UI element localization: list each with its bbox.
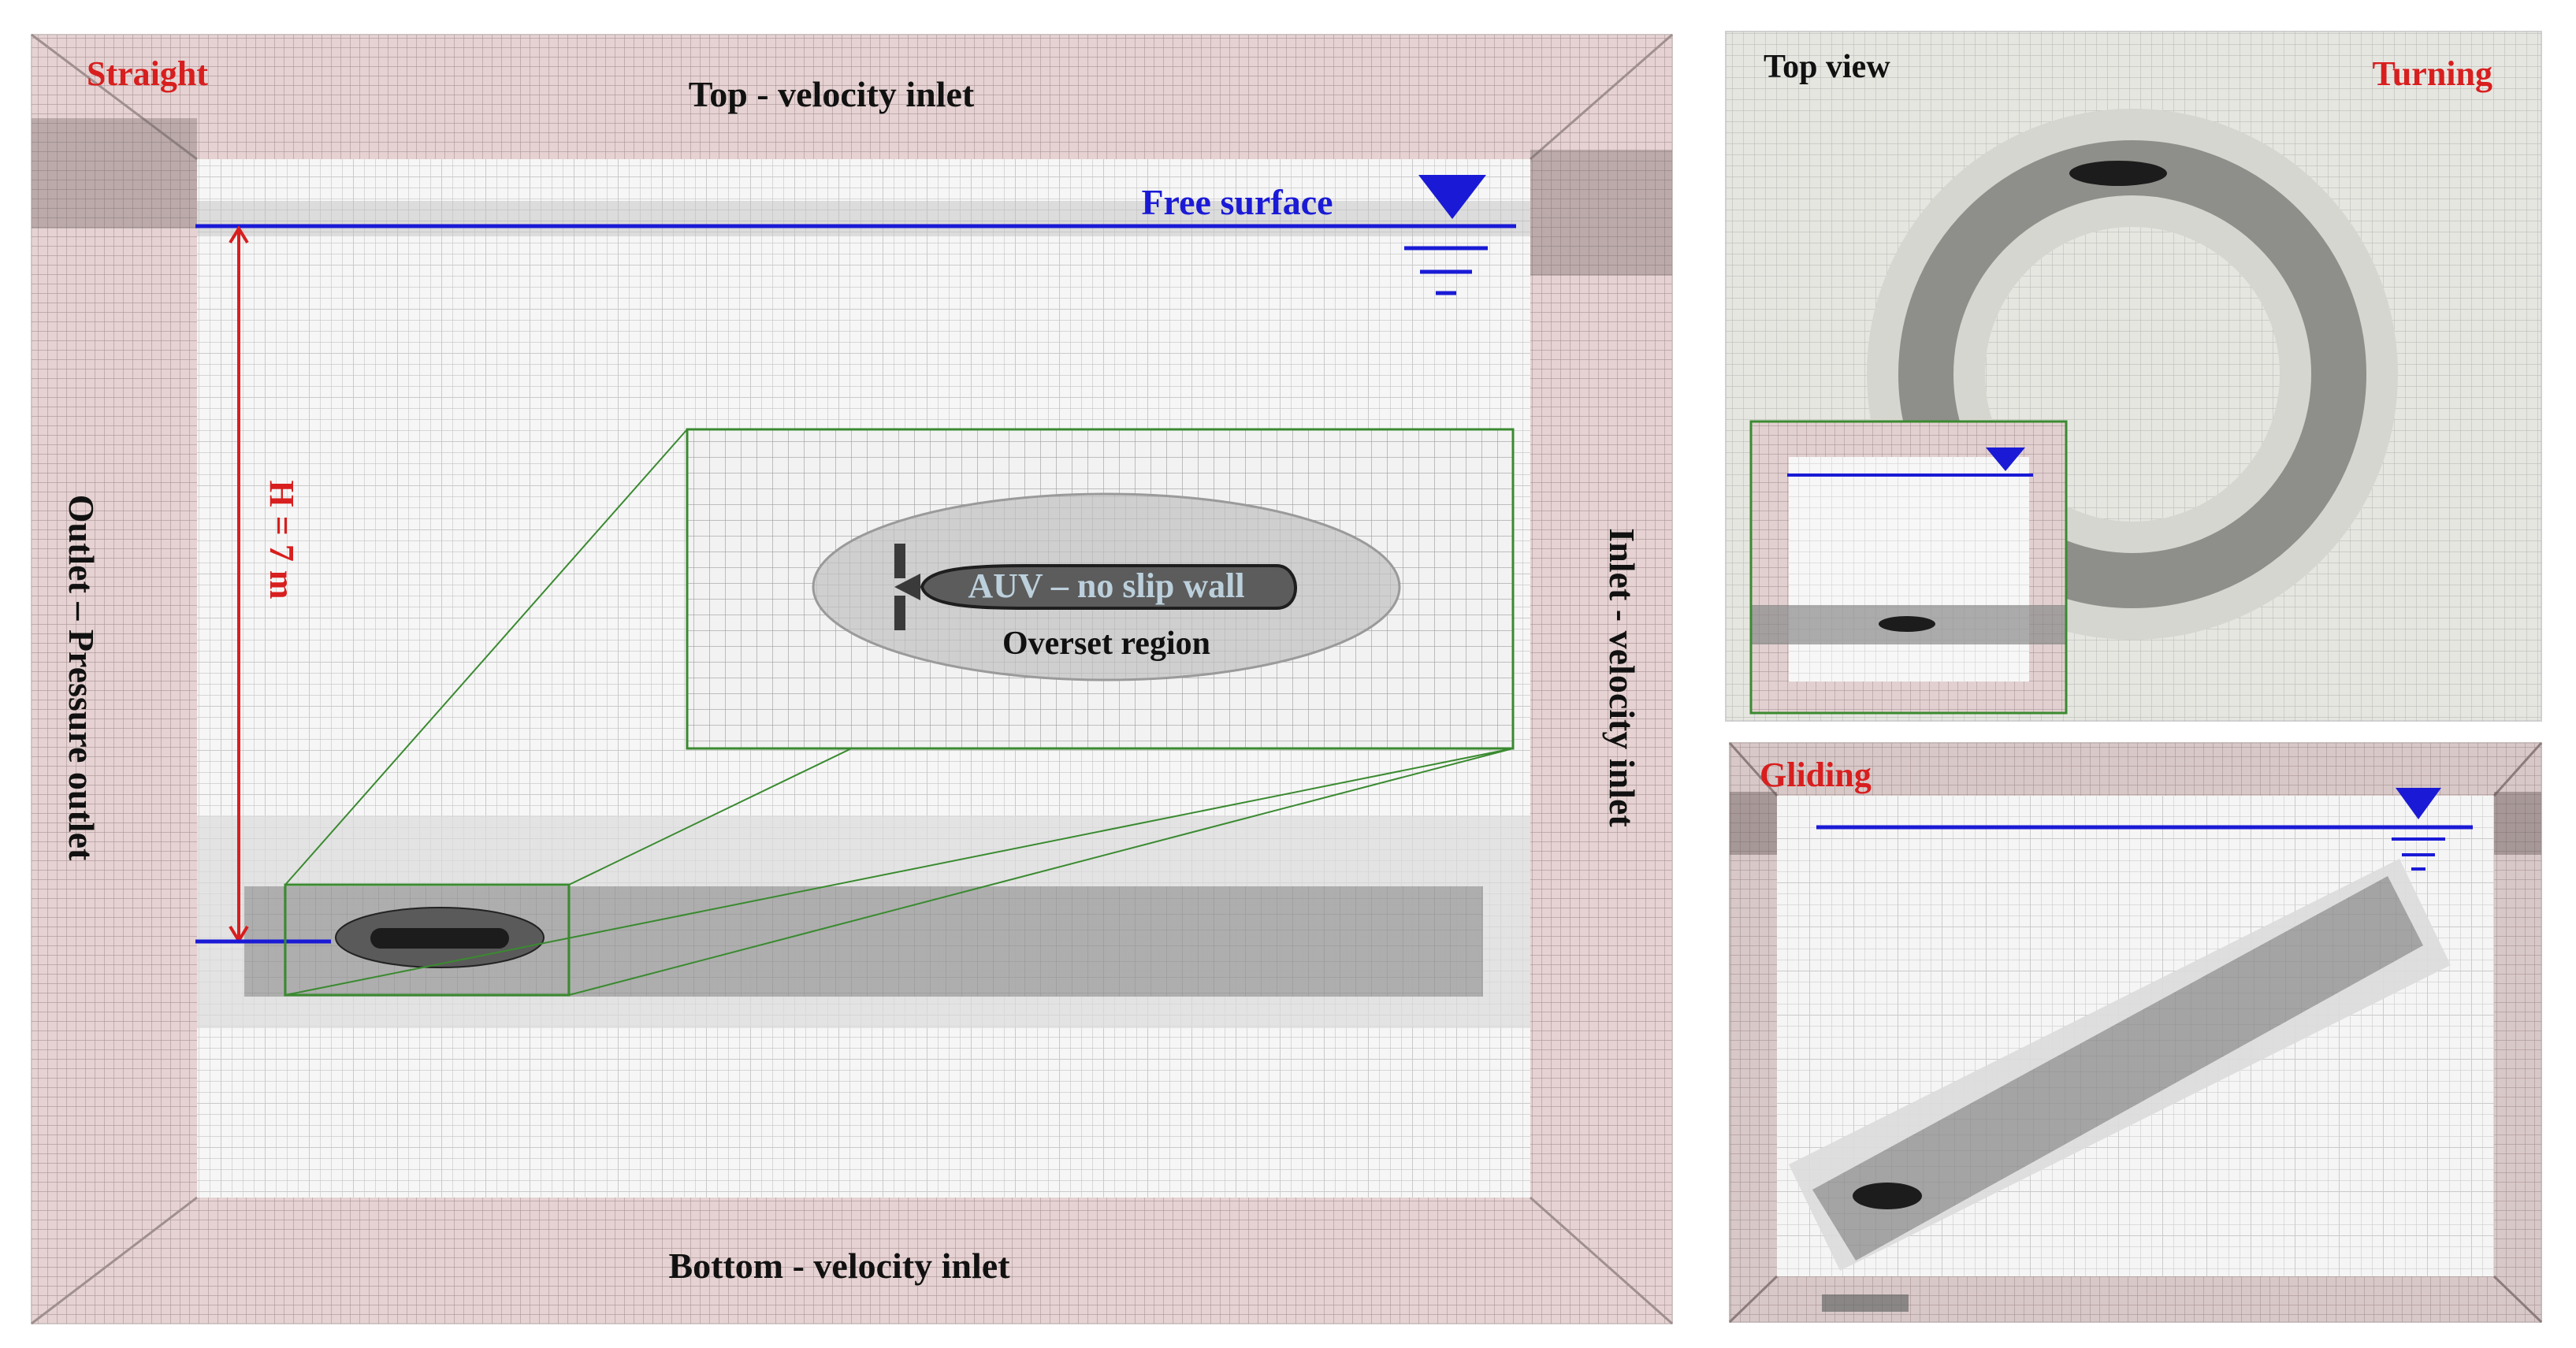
gliding-free-surface-icon	[2392, 788, 2445, 871]
overset-zoom-inset	[686, 428, 1515, 750]
straight-case-label: Straight	[87, 54, 208, 93]
free-surface-label: Free surface	[1141, 182, 1333, 222]
turning-front-inset	[1749, 420, 2068, 715]
overset-region-label: Overset region	[1002, 626, 1210, 662]
top-boundary-label: Top - velocity inlet	[689, 74, 975, 114]
gliding-auv-icon	[1853, 1183, 1922, 1209]
left-boundary-label: Outlet – Pressure outlet	[61, 495, 102, 861]
auv-label: AUV – no slip wall	[968, 566, 1244, 605]
turning-panel: Top view Turning	[1725, 31, 2542, 722]
top-view-label: Top view	[1764, 49, 1890, 85]
straight-perspective-edges	[31, 33, 1673, 1325]
free-surface-icon	[1404, 175, 1488, 295]
auv-large-icon	[894, 544, 1297, 630]
depth-label: H = 7 m	[262, 481, 301, 600]
straight-panel: Straight Top - velocity inlet Bottom - v…	[31, 33, 1673, 1325]
gliding-case-label: Gliding	[1760, 756, 1872, 794]
left-wall-band	[32, 118, 197, 228]
free-surface-refinement	[197, 201, 1530, 236]
gliding-panel: Gliding	[1728, 741, 2543, 1324]
right-boundary-label: Inlet - velocity inlet	[1602, 528, 1642, 827]
auv-icon	[370, 928, 509, 949]
turning-auv-icon	[2069, 161, 2167, 186]
turning-case-label: Turning	[2373, 54, 2492, 93]
bottom-boundary-label: Bottom - velocity inlet	[668, 1246, 1010, 1286]
zoom-source-box	[284, 883, 571, 997]
right-wall-band	[1530, 150, 1672, 276]
